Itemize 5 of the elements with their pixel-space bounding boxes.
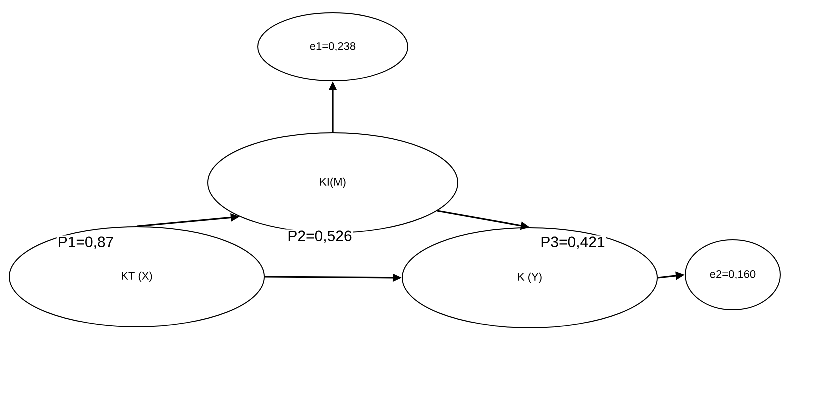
edge-label: P1=0,87 xyxy=(56,236,116,250)
edge-label: P3=0,421 xyxy=(540,236,606,250)
oval-node: e2=0,160 xyxy=(685,240,781,310)
oval-node: e1=0,238 xyxy=(258,12,408,82)
edge-label: P2=0,526 xyxy=(286,230,354,244)
